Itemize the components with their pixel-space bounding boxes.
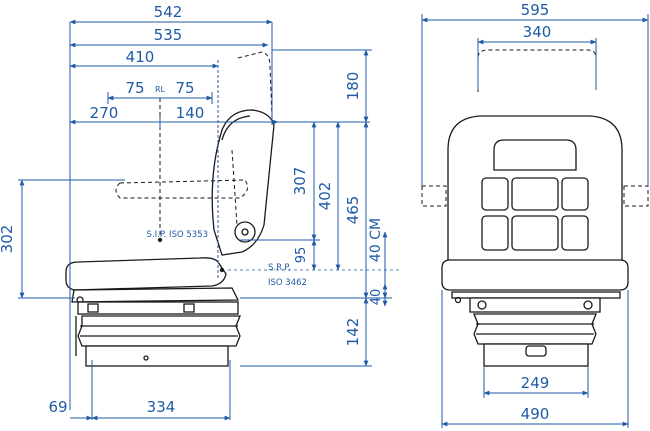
label-srp-iso: ISO 3462 bbox=[268, 278, 307, 288]
suspension-top-plate bbox=[77, 301, 239, 315]
front-view-labels: 595 340 249 490 bbox=[521, 1, 552, 423]
label-490: 490 bbox=[521, 405, 550, 423]
plate-bolt-left bbox=[87, 303, 99, 313]
side-view-dimensions bbox=[18, 19, 392, 421]
headrest-dashed-outline bbox=[237, 51, 273, 119]
label-rl: RL bbox=[155, 85, 166, 94]
label-140: 140 bbox=[176, 104, 205, 122]
front-backrest-outline bbox=[447, 115, 623, 263]
front-bolt-right bbox=[583, 300, 593, 310]
pad-row2-left bbox=[481, 215, 509, 251]
side-view-labels: 542 535 410 75 RL 75 270 140 302 S.I.P. … bbox=[0, 3, 384, 416]
label-95: 95 bbox=[294, 247, 309, 264]
plate-bolt-right bbox=[183, 303, 195, 313]
front-seat-cushion bbox=[441, 259, 629, 291]
front-bellows bbox=[473, 313, 597, 345]
backrest-outline bbox=[211, 109, 275, 256]
label-rl-left: 75 bbox=[125, 79, 144, 97]
seat-cushion-outline bbox=[65, 257, 227, 291]
bellows-folds bbox=[80, 325, 238, 337]
backrest-inner-dashed bbox=[231, 149, 239, 241]
recline-pivot bbox=[241, 228, 249, 236]
front-view-dimensions bbox=[421, 14, 649, 428]
front-armrest-left bbox=[421, 185, 447, 207]
front-view-seat bbox=[421, 49, 649, 367]
label-rl-right: 75 bbox=[175, 79, 194, 97]
label-402: 402 bbox=[316, 182, 334, 211]
label-307: 307 bbox=[291, 167, 309, 196]
pad-row1-mid bbox=[511, 177, 559, 211]
label-302: 302 bbox=[0, 225, 16, 254]
label-180: 180 bbox=[344, 72, 362, 101]
pad-row1-right bbox=[561, 177, 589, 211]
label-142: 142 bbox=[344, 318, 362, 347]
label-249: 249 bbox=[521, 374, 550, 392]
label-69: 69 bbox=[48, 398, 67, 416]
front-top-panel bbox=[493, 139, 577, 171]
label-40cm: 40 CM bbox=[368, 218, 384, 262]
reference-points bbox=[157, 98, 400, 273]
label-410: 410 bbox=[126, 48, 155, 66]
label-srp: S.R.P. bbox=[268, 263, 291, 273]
pad-row2-mid bbox=[511, 215, 559, 251]
label-340: 340 bbox=[523, 23, 552, 41]
recline-mechanism bbox=[234, 221, 256, 243]
label-40: 40 bbox=[369, 289, 384, 306]
front-handle bbox=[454, 296, 462, 304]
armrest-dashed-outline bbox=[115, 179, 249, 199]
label-270: 270 bbox=[90, 104, 119, 122]
front-bolt-left bbox=[477, 300, 487, 310]
seat-frame bbox=[71, 287, 240, 303]
label-sip: S.I.P. ISO 5353 bbox=[147, 230, 208, 240]
front-base-block bbox=[525, 345, 547, 357]
label-542: 542 bbox=[154, 3, 183, 21]
pad-row2-right bbox=[561, 215, 589, 251]
suspension-base bbox=[85, 345, 229, 367]
front-bellows-folds bbox=[476, 323, 594, 335]
base-bolt bbox=[143, 355, 149, 361]
front-armrest-right bbox=[623, 185, 649, 207]
front-suspension-plate bbox=[469, 297, 601, 313]
label-465: 465 bbox=[344, 196, 362, 225]
front-headrest-dashed bbox=[477, 49, 597, 92]
side-view-seat bbox=[65, 51, 275, 367]
front-base bbox=[483, 343, 589, 367]
label-334: 334 bbox=[147, 398, 176, 416]
srp-point bbox=[219, 267, 225, 273]
suspension-bellows bbox=[77, 315, 241, 347]
label-535: 535 bbox=[154, 26, 183, 44]
pad-row1-left bbox=[481, 177, 509, 211]
front-seat-frame bbox=[451, 291, 621, 299]
label-595: 595 bbox=[521, 1, 550, 19]
